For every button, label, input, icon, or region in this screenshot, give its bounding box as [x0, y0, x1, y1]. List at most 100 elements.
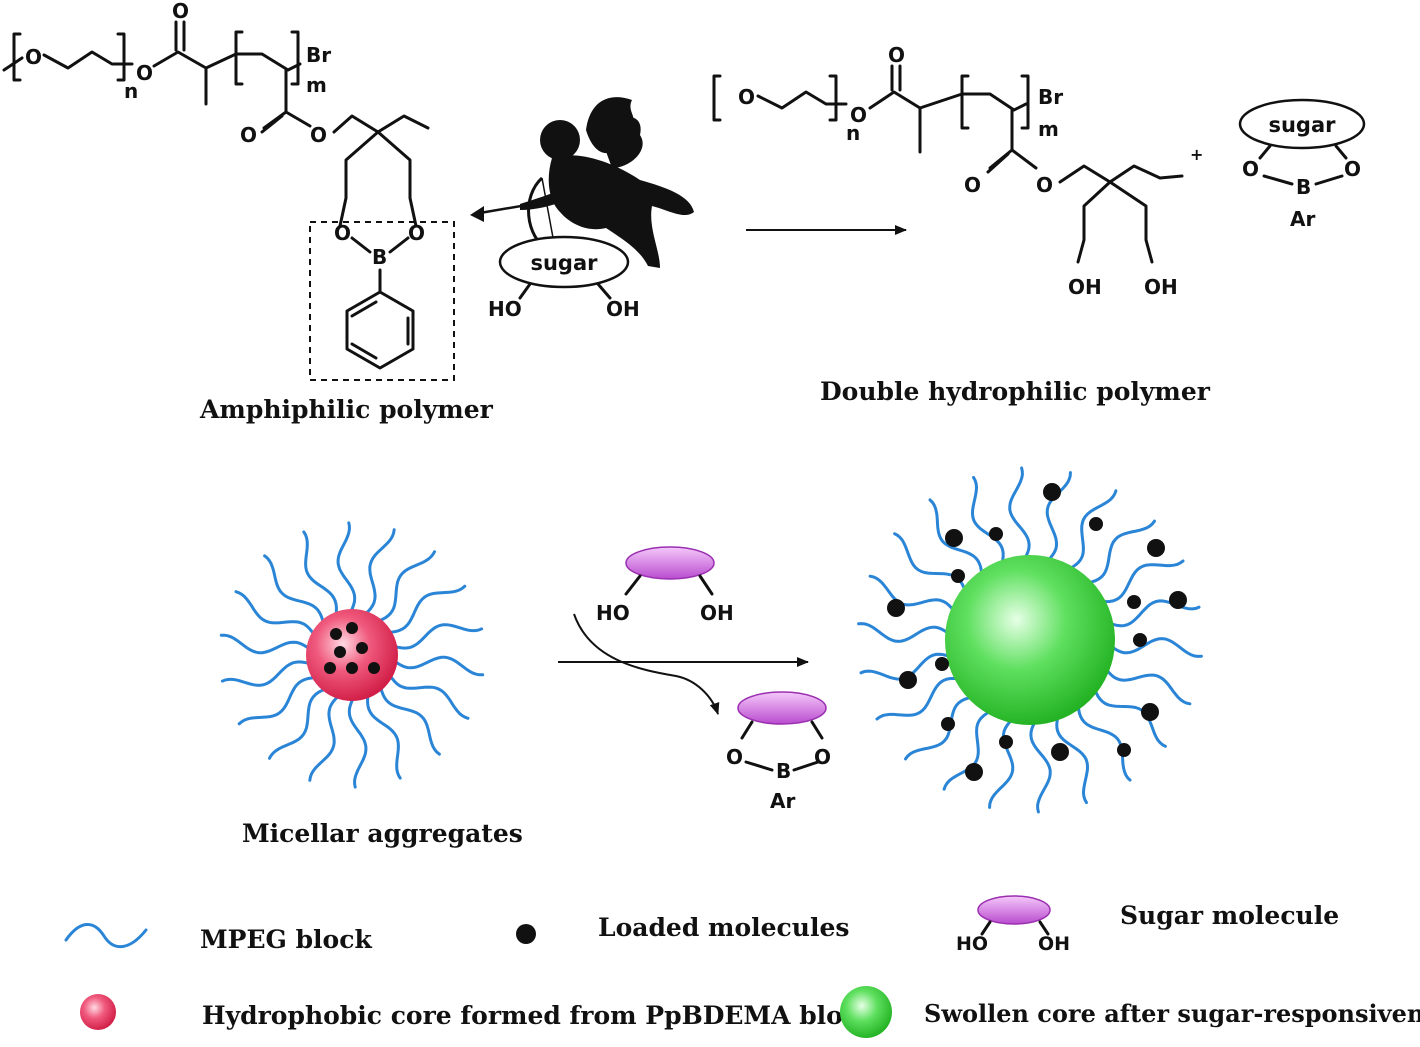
- loaded-molecule: [941, 717, 955, 731]
- released-loaded-molecules: [887, 483, 1187, 781]
- mpeg-chain: [268, 686, 331, 760]
- loaded-molecule: [989, 527, 1003, 541]
- double-hydrophilic-polymer-structure: O n O O Br m O O OH OH: [712, 43, 1184, 299]
- mpeg-chain: [1043, 471, 1072, 565]
- loaded-molecule: [1051, 743, 1069, 761]
- mpeg-chain: [220, 660, 315, 687]
- mpeg-chain: [970, 475, 1005, 569]
- micelle-mpeg-chains: [219, 521, 485, 789]
- legend-hydrophobic-core-icon: [80, 994, 116, 1030]
- dh-hydroxyl-right: OH: [1144, 275, 1178, 299]
- mpeg-chain: [302, 530, 338, 620]
- sugar-ellipse-outline: [498, 235, 630, 289]
- loaded-molecule: [1127, 595, 1141, 609]
- mpeg-chain: [234, 590, 318, 640]
- dh-m-subscript: m: [1038, 117, 1059, 141]
- boronate-oxygen-left: O: [334, 221, 351, 245]
- mid-sugar-oh: OH: [700, 601, 734, 625]
- loaded-molecule: [945, 529, 963, 547]
- legend-mpeg-label: MPEG block: [200, 925, 372, 954]
- mpeg-chain: [928, 498, 984, 581]
- mpeg-chain: [1082, 519, 1156, 586]
- sb-aryl: Ar: [1290, 207, 1315, 231]
- mpeg-chain: [361, 528, 396, 618]
- peg-oxygen-label: O: [25, 45, 42, 69]
- dh-bromine: Br: [1038, 85, 1063, 109]
- sugar-molecule-middle: HO OH: [596, 546, 734, 625]
- mid-sb-oxygen-left: O: [726, 745, 743, 769]
- mpeg-chain: [1064, 489, 1118, 573]
- sugar-hydroxyl-right: OH: [606, 297, 640, 321]
- m-subscript: m: [306, 73, 327, 97]
- mpeg-chain: [868, 574, 958, 616]
- mpeg-chain: [386, 670, 470, 720]
- amphiphilic-caption: Amphiphilic polymer: [199, 395, 494, 424]
- boronate-oxygen-right: O: [408, 221, 425, 245]
- loaded-molecule: [935, 657, 949, 671]
- phenyl-ring: [345, 290, 415, 370]
- mpeg-chain: [336, 521, 357, 617]
- dh-side-ester-oxygen: O: [1036, 173, 1053, 197]
- double-hydrophilic-caption: Double hydrophilic polymer: [820, 377, 1211, 406]
- cupid-icon: [470, 97, 694, 268]
- mpeg-chain: [263, 554, 326, 628]
- legend-loaded-label: Loaded molecules: [598, 913, 849, 942]
- legend-sugar-ho: HO: [956, 933, 988, 955]
- loaded-molecule: [965, 763, 983, 781]
- mpeg-chain: [988, 715, 1017, 809]
- mpeg-chain: [347, 693, 368, 789]
- loaded-molecule: [1169, 591, 1187, 609]
- mpeg-chain: [390, 655, 485, 677]
- amphiphilic-polymer-structure: O n O O Br m O O O O B: [2, 0, 455, 381]
- mpeg-chain: [237, 676, 321, 726]
- dh-n-subscript: n: [846, 121, 860, 145]
- loaded-molecule: [887, 599, 905, 617]
- sugar-boronate-top: sugar O O B Ar: [1238, 98, 1366, 231]
- loaded-molecule: [951, 569, 965, 583]
- mpeg-chain: [857, 622, 954, 643]
- swollen-core: [945, 555, 1115, 725]
- mpeg-chain: [383, 584, 467, 634]
- mpeg-chain: [904, 694, 978, 761]
- loaded-molecule: [1117, 743, 1131, 757]
- mid-sb-aryl: Ar: [770, 789, 795, 813]
- curved-reaction-arrow: [573, 613, 720, 715]
- legend-sugar-oh: OH: [1038, 933, 1070, 955]
- boron-label: B: [372, 245, 387, 269]
- legend-sugar-icon: HO OH: [956, 895, 1070, 955]
- mpeg-chain: [1091, 683, 1167, 748]
- legend-hydrophobic-label: Hydrophobic core formed from PpBDEMA blo…: [202, 1001, 876, 1030]
- mid-sb-oxygen-right: O: [814, 745, 831, 769]
- legend-swollen-core-icon: [840, 986, 892, 1038]
- legend-loaded-icon: [516, 924, 536, 944]
- legend-swollen-label: Swollen core after sugar-responsiveness: [924, 999, 1420, 1028]
- sugar-label-boronate: sugar: [1268, 113, 1336, 137]
- sugar-label-top: sugar: [530, 251, 598, 275]
- micellar-caption: Micellar aggregates: [242, 819, 523, 848]
- mpeg-chain: [389, 623, 484, 650]
- loaded-molecule: [1147, 539, 1165, 557]
- sugar-boronate-middle: O O B Ar: [726, 691, 831, 813]
- core-loaded-molecules: [324, 622, 380, 674]
- plus-sign: +: [1190, 145, 1203, 164]
- mpeg-chain: [1076, 699, 1132, 782]
- loaded-molecule: [1089, 517, 1103, 531]
- sb-oxygen-right: O: [1344, 157, 1361, 181]
- sb-boron: B: [1296, 175, 1311, 199]
- loaded-molecule: [999, 735, 1013, 749]
- mpeg-chain: [942, 707, 996, 791]
- carbonyl-oxygen-label: O: [172, 0, 189, 23]
- mpeg-chain: [1102, 664, 1192, 706]
- dh-hydroxyl-left: OH: [1068, 275, 1102, 299]
- loaded-molecule: [1141, 703, 1159, 721]
- mpeg-chain: [875, 676, 964, 721]
- dh-ester-oxygen: O: [850, 103, 867, 127]
- swollen-mpeg-chains: [857, 466, 1203, 814]
- loaded-molecule: [1043, 483, 1061, 501]
- loaded-molecule: [899, 671, 917, 689]
- mpeg-chain: [219, 633, 314, 655]
- legend-mpeg-icon: [64, 923, 148, 948]
- side-carbonyl-oxygen: O: [240, 123, 257, 147]
- dh-peg-oxygen: O: [738, 85, 755, 109]
